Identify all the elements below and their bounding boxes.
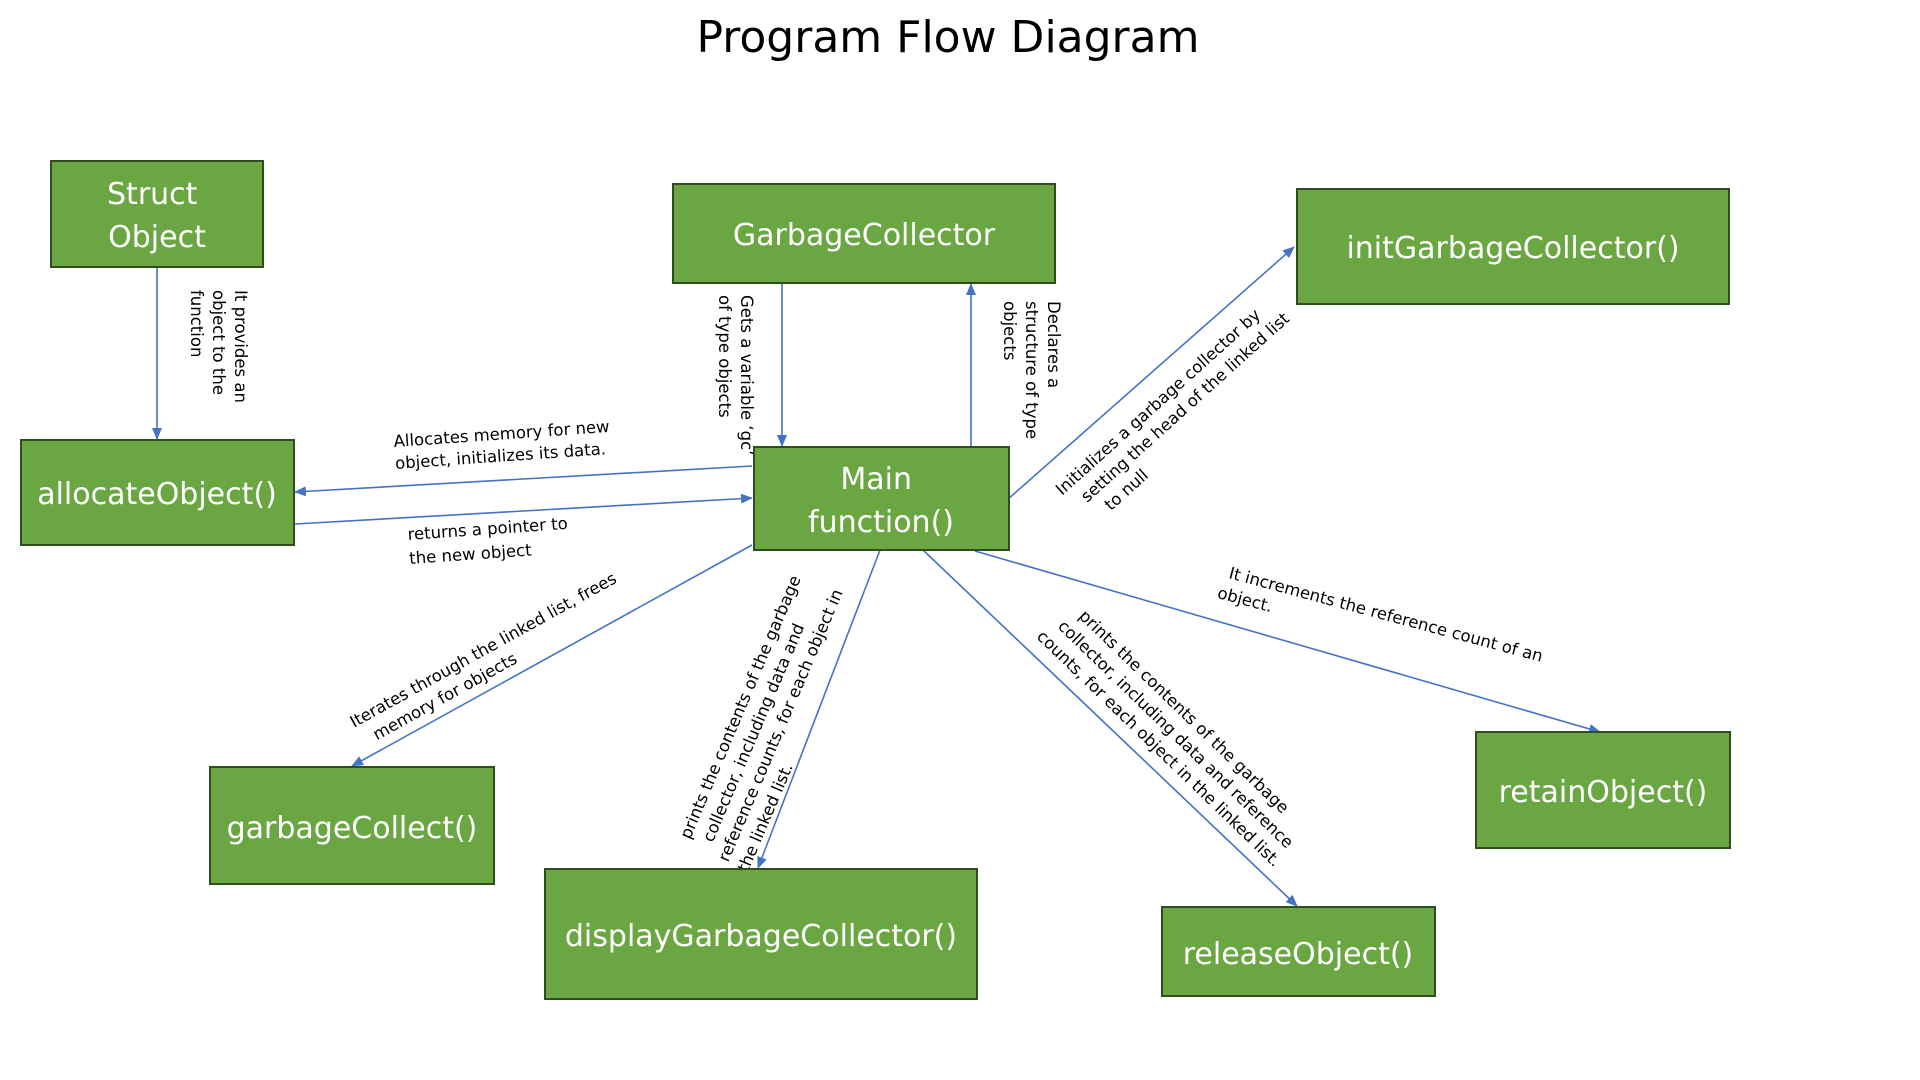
node-struct-object: Struct Object [50, 160, 264, 268]
node-release-object: releaseObject() [1161, 906, 1436, 997]
arrow-main-to-allocate [294, 465, 753, 497]
label-main-to-init: Initializes a garbage collector by setti… [1052, 289, 1312, 532]
node-garbage-collector: GarbageCollector [672, 183, 1056, 284]
arrow-main-to-garbage-collect [351, 544, 753, 767]
svg-text:allocateObject(): allocateObject() [37, 477, 277, 512]
arrow-main-to-init [1006, 246, 1295, 501]
arrow-main-to-release [922, 549, 1298, 907]
node-garbage-collect: garbageCollect() [209, 766, 495, 885]
arrow-allocate-to-main [294, 493, 753, 525]
label-struct-to-allocate: It provides an object to the function [187, 290, 250, 408]
node-main-function: Main function() [753, 446, 1010, 551]
node-retain-object: retainObject() [1475, 731, 1731, 849]
label-main-to-garbage-collect: Iterates through the linked list, frees … [347, 566, 635, 751]
label-allocate-to-main: returns a pointer to the new object [407, 513, 575, 567]
svg-text:Main function(): Main function() [808, 462, 954, 540]
node-allocate-object: allocateObject() [20, 439, 295, 546]
svg-text:displayGarbageCollector(): displayGarbageCollector() [565, 919, 957, 954]
svg-text:garbageCollect(): garbageCollect() [227, 811, 478, 846]
edges [152, 246, 1601, 907]
label-main-to-allocate: Allocates memory for new object, initial… [393, 417, 617, 473]
svg-text:releaseObject(): releaseObject() [1183, 937, 1414, 972]
node-init-garbage-collector: initGarbageCollector() [1296, 188, 1730, 305]
node-display-garbage-collector: displayGarbageCollector() [544, 868, 978, 1000]
arrow-main-to-retain [974, 550, 1601, 734]
label-gc-to-main: Gets a variable ‘gc’ of type objects [715, 295, 756, 461]
label-main-to-display: prints the contents of the garbage colle… [673, 564, 869, 874]
svg-text:retainObject(): retainObject() [1499, 775, 1708, 810]
arrow-main-to-display [757, 549, 881, 869]
svg-text:GarbageCollector: GarbageCollector [733, 218, 996, 253]
diagram-title: Program Flow Diagram [697, 12, 1200, 63]
label-main-to-release: prints the contents of the garbage colle… [1033, 595, 1316, 871]
svg-text:Struct Object: Struct Object [107, 177, 207, 255]
label-main-to-gc: Declares a structure of type objects [1000, 301, 1063, 444]
svg-text:initGarbageCollector(): initGarbageCollector() [1346, 231, 1679, 266]
